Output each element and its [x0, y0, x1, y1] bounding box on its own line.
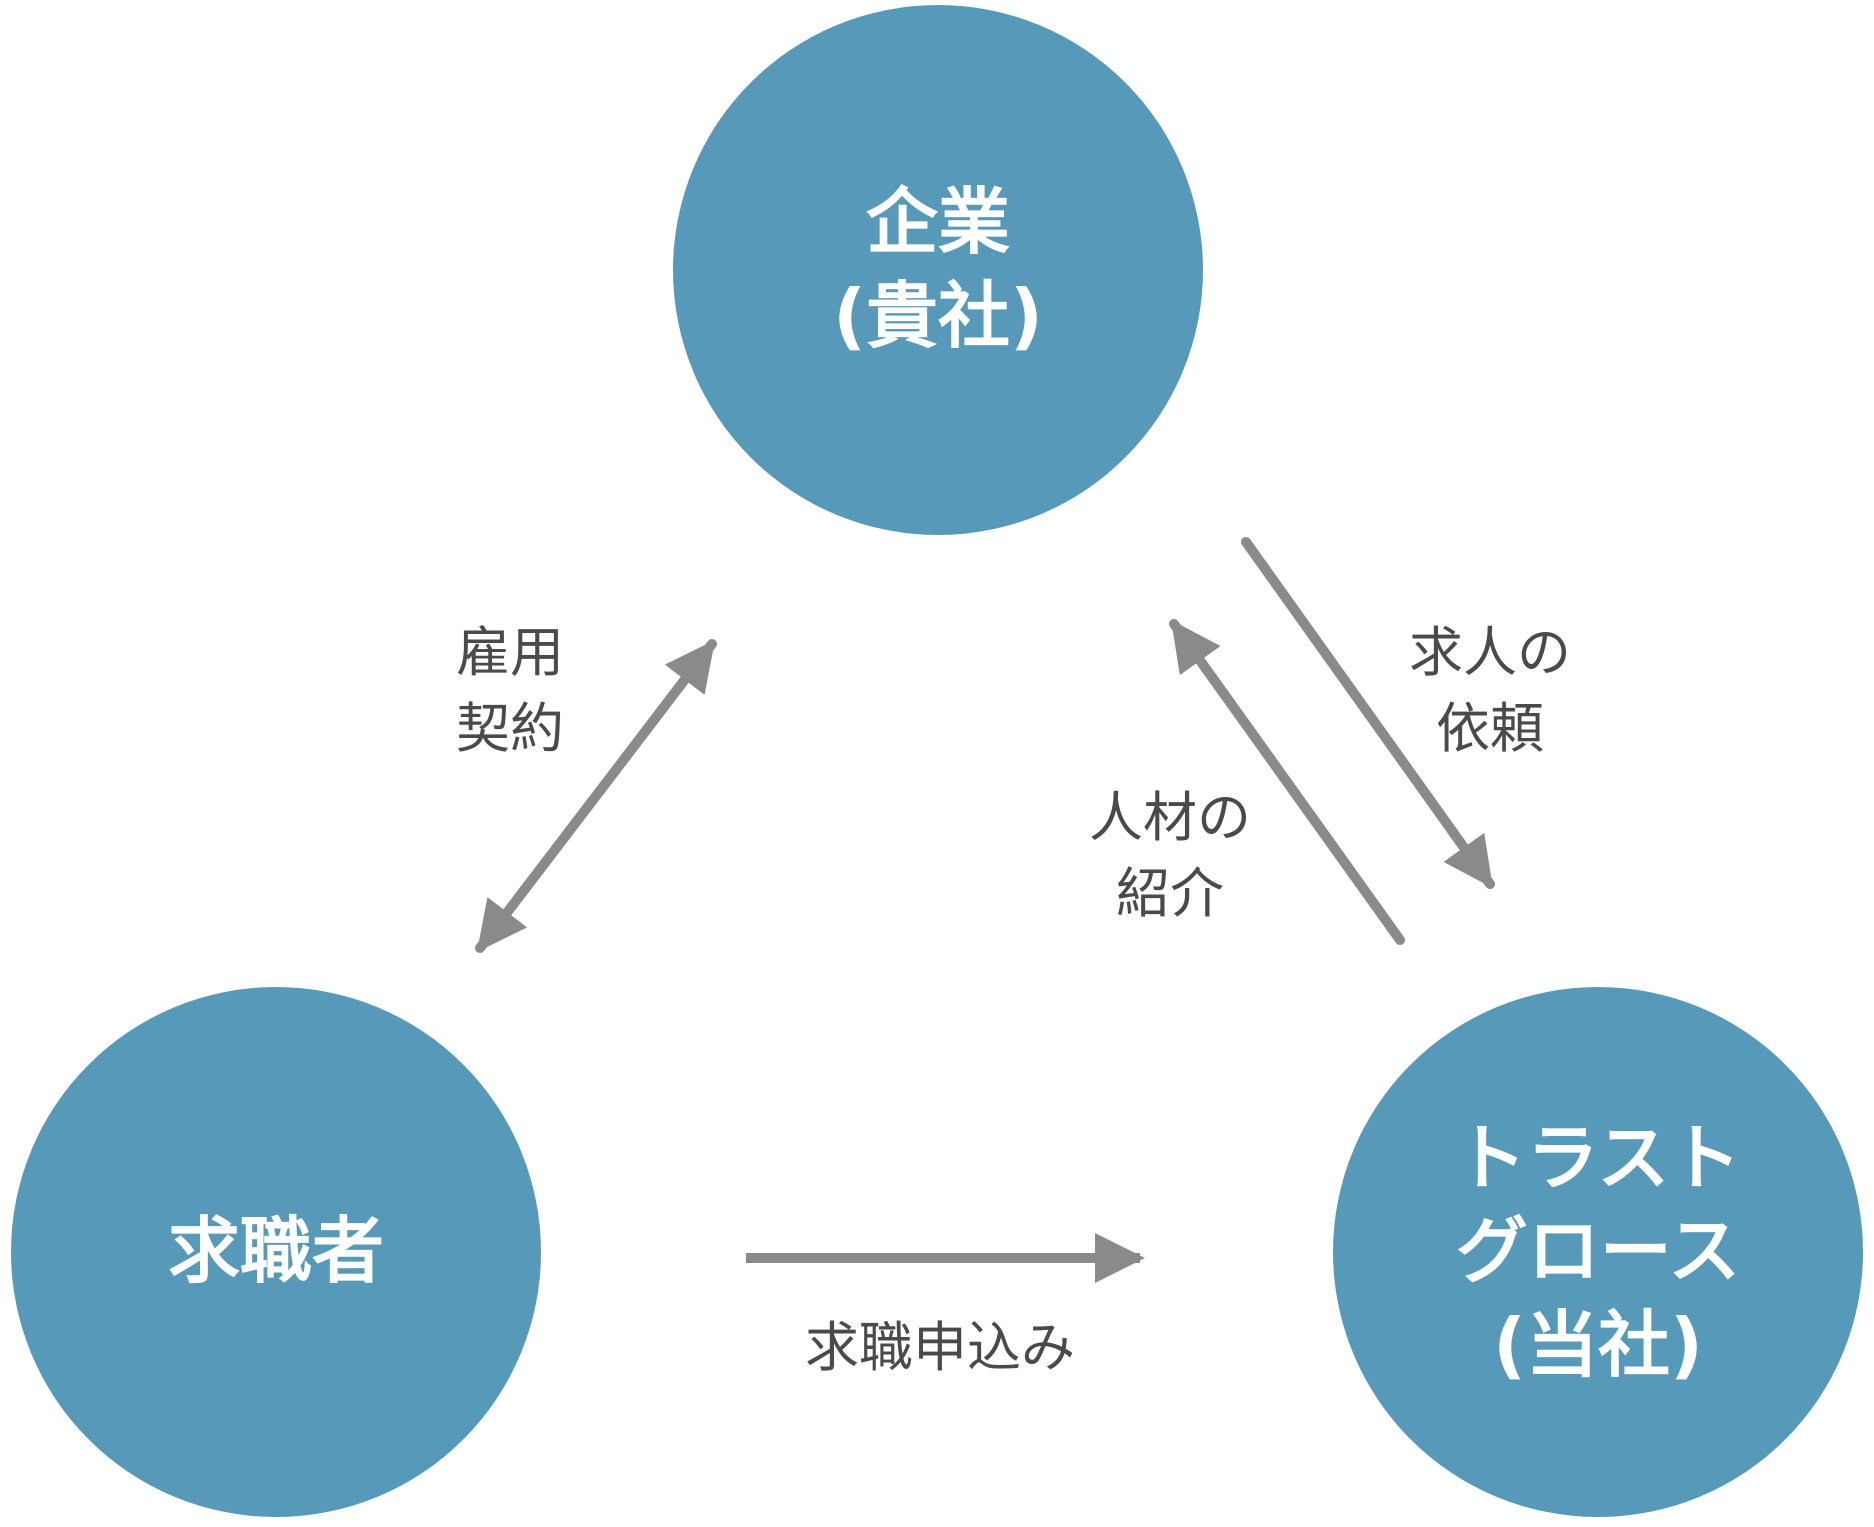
trust-growth-name-line1: トラスト [1454, 1115, 1742, 1200]
trust-growth-node [1333, 987, 1863, 1517]
company-subtitle: (貴社) [833, 274, 1043, 358]
company-label: 企業 (貴社) [738, 140, 1138, 400]
job-seeker-node [11, 987, 541, 1517]
company-node [673, 5, 1203, 535]
job-seeker-name: 求職者 [167, 1209, 384, 1294]
talent-introduction-label: 人材の 紹介 [1089, 786, 1251, 925]
trust-growth-label: トラスト グロース (当社) [1398, 1092, 1798, 1412]
employment-contract-arrow [475, 639, 717, 953]
job-application-label: 求職申込み [805, 1316, 1075, 1379]
employment-contract-label: 雇用 契約 [456, 621, 564, 760]
company-name: 企業 [865, 180, 1010, 265]
trust-growth-subtitle: (当社) [1493, 1302, 1703, 1387]
talent-introduction-arrow [1169, 619, 1405, 945]
trust-growth-name-line2: グロース [1455, 1209, 1741, 1294]
job-request-arrow [1241, 537, 1495, 889]
job-seeker-label: 求職者 [76, 1172, 476, 1332]
job-request-label: 求人の 依頼 [1409, 621, 1571, 760]
